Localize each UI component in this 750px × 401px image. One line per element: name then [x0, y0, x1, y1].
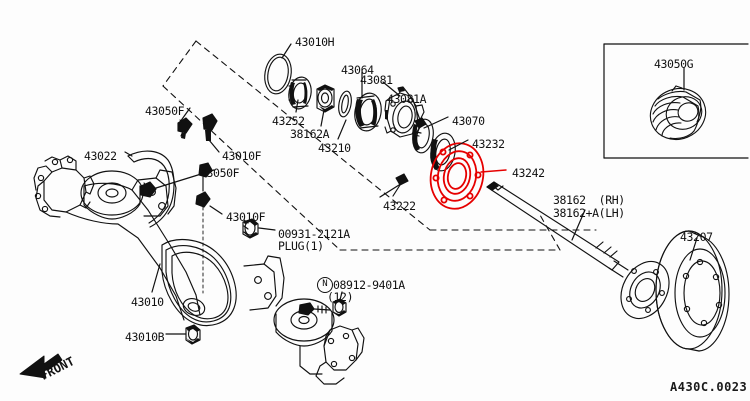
part-43210-fill: [355, 99, 378, 127]
part-label-nut-number: 08912-9401A: [333, 278, 405, 292]
part-label-43242: 43242: [512, 166, 545, 180]
part-label-43207: 43207: [680, 230, 713, 244]
part-label-43010b: 43010B: [125, 330, 165, 344]
part-43210-drawing: [354, 92, 382, 132]
part-label-43232: 43232: [472, 137, 505, 151]
part-label-43010f-lower: 43010F: [226, 210, 266, 224]
part-43252-fill: [289, 82, 308, 105]
part-43050f-upper-fill: [178, 118, 192, 139]
part-label-43064: 43064: [341, 63, 374, 77]
part-43010f-lower-fill: [196, 163, 212, 207]
nut-symbol-badge: N: [317, 277, 333, 293]
part-43064-drawing: [338, 90, 352, 118]
part-label-43010f-upper: 43010F: [222, 149, 262, 163]
part-43010-drawing: [33, 155, 365, 385]
part-label-43210: 43210: [318, 141, 351, 155]
part-label-43070: 43070: [452, 114, 485, 128]
part-label-43050g: 43050G: [654, 57, 694, 71]
part-label-43050f-lower: 43050F: [200, 166, 240, 180]
inset-box: [603, 43, 749, 159]
leader-line-43242: [480, 169, 507, 173]
part-38162a-fill: [317, 85, 334, 112]
part-43242-drawing: [429, 142, 485, 210]
part-label-43252: 43252: [272, 114, 305, 128]
part-43232-fill: [430, 139, 440, 170]
part-label-43010: 43010: [131, 295, 164, 309]
part-label-43222: 43222: [383, 199, 416, 213]
part-label-43081a: 43081A: [387, 92, 427, 106]
part-label-38162a: 38162A: [290, 127, 330, 141]
part-label-38162-rh: 38162 (RH): [553, 193, 625, 207]
part-label-plug-number: 00931-2121A: [278, 227, 350, 241]
part-43207-drawing: [655, 230, 730, 352]
part-43222-fill: [396, 174, 408, 185]
part-00931-fill: [243, 219, 258, 238]
part-38162-fill: [487, 182, 499, 191]
part-43010h-drawing: [264, 53, 292, 95]
part-label-43081: 43081: [360, 73, 393, 87]
part-08912-fill: [333, 299, 346, 316]
part-43010f-upper-fill: [203, 114, 217, 141]
part-38162-drawing: [486, 181, 670, 320]
part-43050g-drawing: [649, 85, 707, 140]
part-label-43022: 43022: [84, 149, 117, 163]
part-label-43050f-upper: 43050F: [145, 104, 185, 118]
diagram-watermark: A430C.0023: [670, 380, 748, 394]
leader-lines: [124, 43, 698, 335]
part-43010b-fill: [186, 325, 200, 344]
part-label-38162-lh: 38162+A(LH): [553, 206, 625, 220]
part-43081-fill: [385, 87, 405, 120]
part-label-plug-qty: PLUG(1): [278, 239, 324, 253]
part-label-nut-qty: (12): [327, 290, 354, 304]
part-43050f-lower-fill: [141, 182, 156, 197]
front-arrow: [19, 353, 63, 379]
part-label-43010h: 43010H: [295, 35, 335, 49]
part-43022-drawing: [127, 150, 175, 228]
part-43070-fill: [412, 124, 420, 151]
